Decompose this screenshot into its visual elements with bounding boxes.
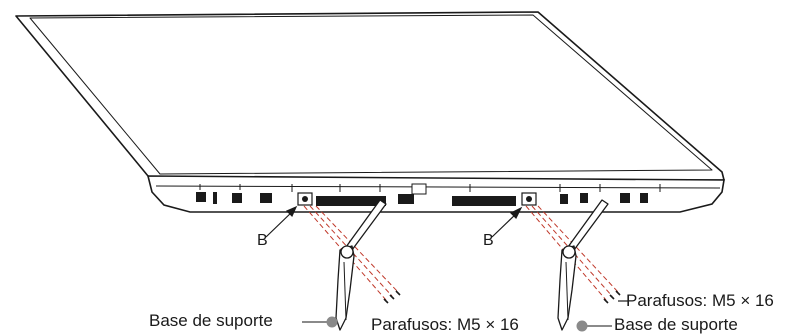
screw	[603, 298, 609, 304]
stand-left	[335, 199, 387, 331]
label-stand-right: Base de suporte	[614, 315, 738, 334]
stand-leaders	[302, 316, 612, 332]
label-b-right: B	[483, 232, 494, 249]
screws	[383, 290, 621, 304]
label-stand-left: Base de suporte	[149, 311, 273, 330]
screw	[395, 290, 401, 296]
stand-right	[557, 199, 609, 331]
tv-bottom-frame	[146, 175, 725, 213]
frame-tabs	[199, 184, 661, 192]
tv-panel-inner-edge	[29, 14, 713, 175]
screw-paths	[303, 205, 619, 301]
tv-panel-outline	[15, 11, 725, 181]
screw	[609, 294, 615, 300]
screw	[383, 298, 389, 304]
label-b-left: B	[257, 232, 268, 249]
bottom-slots	[196, 192, 648, 206]
tv-panel	[15, 11, 725, 181]
bottom-frame-line	[155, 185, 721, 189]
b-leaders	[265, 205, 523, 238]
screw	[615, 290, 621, 296]
label-screws-right: Parafusos: M5 × 16	[626, 291, 774, 310]
screw	[389, 294, 395, 300]
label-screws-left: Parafusos: M5 × 16	[371, 315, 519, 334]
